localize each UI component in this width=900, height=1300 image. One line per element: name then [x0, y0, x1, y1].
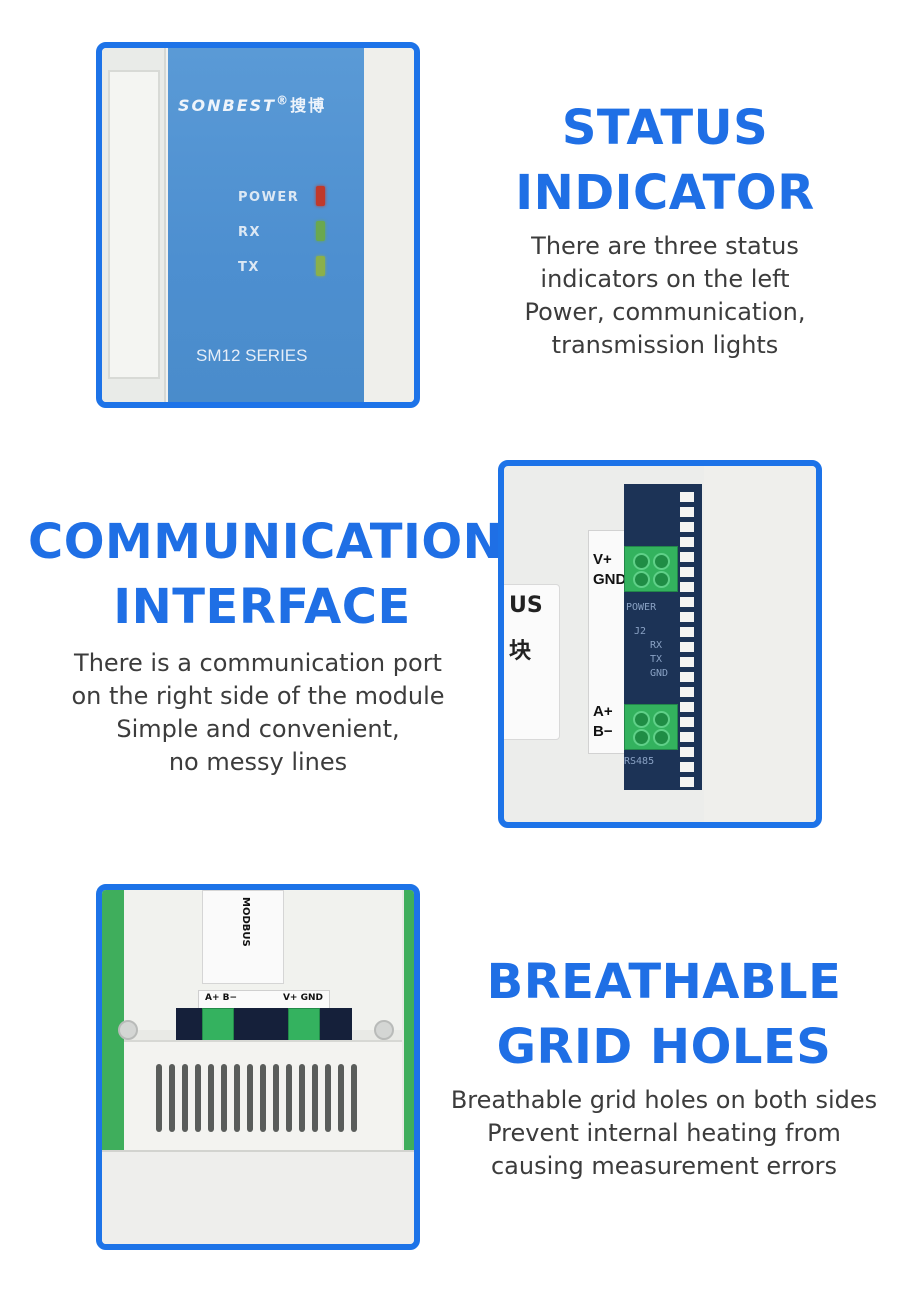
breathable-grid-photo: MODBUS A+ B− V+ GND — [96, 884, 420, 1250]
led-label-tx: TX — [238, 260, 260, 275]
brand-logo: SONBEST®搜博 — [178, 93, 327, 115]
grid-hole — [312, 1064, 318, 1132]
grid-hole — [351, 1064, 357, 1132]
vent-slot — [680, 492, 694, 502]
communication-interface-heading: COMMUNICATION INTERFACE — [28, 514, 504, 635]
vent-slot — [680, 762, 694, 772]
module-side-case — [704, 466, 816, 822]
led-label-power: POWER — [238, 190, 300, 205]
breathable-grid-heading: BREATHABLE GRID HOLES — [486, 954, 842, 1075]
vent-slot — [680, 747, 694, 757]
vent-slot — [680, 582, 694, 592]
power-terminal-block — [624, 546, 678, 592]
communication-interface-photo: US 块 V+ GND A+ B− POWER J2 RX TX GND RS4… — [498, 460, 822, 828]
module-left-case — [102, 48, 166, 402]
product-sticker: MODBUS — [202, 890, 284, 984]
led-label-rx: RX — [238, 225, 262, 240]
status-indicator-heading: STATUS INDICATOR — [515, 100, 815, 221]
status-indicator-photo: SONBEST®搜博 POWER RX TX SM12 SERIES — [96, 42, 420, 408]
vent-slot — [680, 537, 694, 547]
module-front-panel: SONBEST®搜博 POWER RX TX SM12 SERIES — [168, 48, 364, 402]
power-terminal-block — [288, 1008, 320, 1044]
grid-hole — [221, 1064, 227, 1132]
vent-slot — [680, 687, 694, 697]
grid-hole — [182, 1064, 188, 1132]
breathable-grid-description: Breathable grid holes on both sides Prev… — [450, 1086, 878, 1180]
terminal-label-strip: V+ GND A+ B− — [588, 530, 626, 754]
bus-terminal-block — [202, 1008, 234, 1044]
grid-hole — [260, 1064, 266, 1132]
grid-hole — [338, 1064, 344, 1132]
vent-slot — [680, 717, 694, 727]
vent-slot — [680, 672, 694, 682]
vent-slot — [680, 522, 694, 532]
vent-slot — [680, 567, 694, 577]
vent-slot — [680, 552, 694, 562]
series-label: SM12 SERIES — [196, 346, 308, 365]
right-screw — [374, 1020, 394, 1040]
grid-hole — [247, 1064, 253, 1132]
grid-hole — [195, 1064, 201, 1132]
grid-hole — [325, 1064, 331, 1132]
right-terminal-strip — [404, 890, 414, 1150]
vent-slot — [680, 657, 694, 667]
terminal-label-bar: A+ B− V+ GND — [198, 990, 330, 1010]
left-screw — [118, 1020, 138, 1040]
grid-hole — [208, 1064, 214, 1132]
module-right-case — [364, 48, 414, 402]
tx-led — [316, 256, 325, 276]
status-indicator-description: There are three status indicators on the… — [524, 232, 806, 359]
communication-interface-description: There is a communication port on the rig… — [71, 649, 445, 776]
vent-slot — [680, 702, 694, 712]
vent-slot — [680, 612, 694, 622]
grid-hole — [273, 1064, 279, 1132]
vent-slot — [680, 627, 694, 637]
left-terminal-strip — [102, 890, 124, 1150]
grid-hole — [286, 1064, 292, 1132]
grid-hole — [169, 1064, 175, 1132]
din-rail-mount — [102, 1150, 414, 1244]
power-led — [316, 186, 325, 206]
product-label-card: US 块 — [504, 584, 560, 740]
vent-slot — [680, 597, 694, 607]
vent-slot — [680, 507, 694, 517]
grid-hole — [156, 1064, 162, 1132]
vent-slot — [680, 732, 694, 742]
vent-slot — [680, 642, 694, 652]
grid-hole — [234, 1064, 240, 1132]
vent-slot — [680, 777, 694, 787]
grid-hole — [299, 1064, 305, 1132]
rx-led — [316, 221, 325, 241]
rs485-terminal-block — [624, 704, 678, 750]
